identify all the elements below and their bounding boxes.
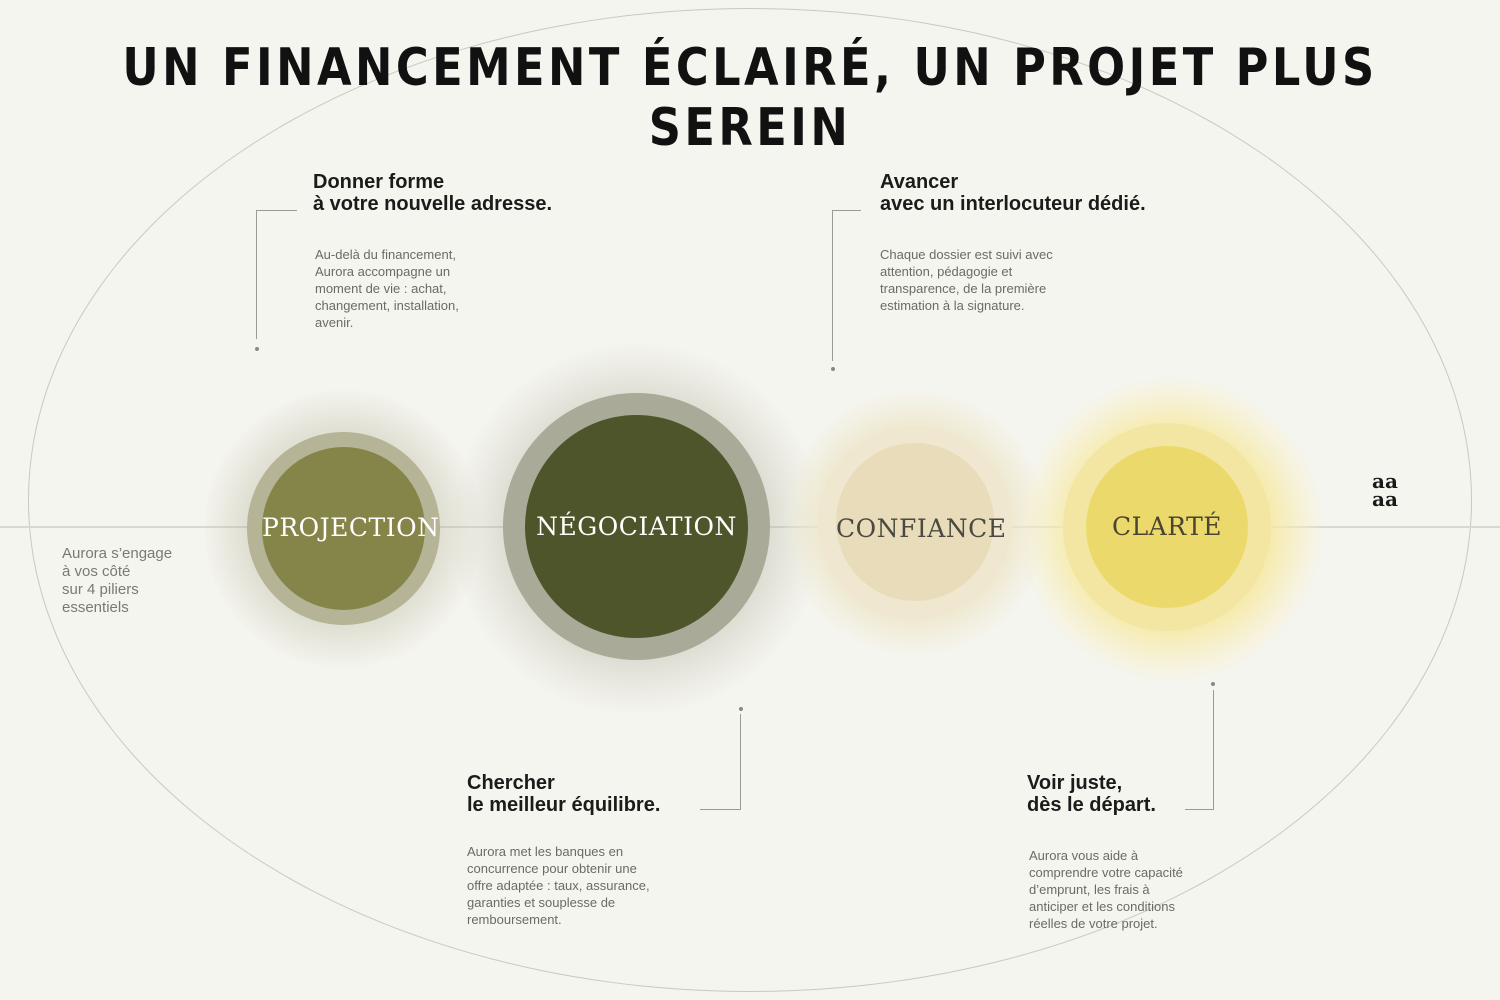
body-line: Aurora accompagne un	[315, 264, 451, 279]
confiance-callout: Avancer avec un interlocuteur dédié. Cha…	[880, 171, 1146, 314]
logo-line: aa	[1372, 469, 1398, 493]
heading-line: Voir juste,	[1027, 772, 1123, 794]
body-line: attention, pédagogie et	[880, 264, 1013, 279]
body-line: changement, installation,	[315, 298, 459, 313]
confiance-circle: CONFIANCE	[836, 443, 1007, 601]
callout-heading: Voir juste, dès le départ.	[1027, 772, 1183, 816]
side-note-line: essentiels	[62, 599, 129, 616]
callout-heading: Donner forme à votre nouvelle adresse.	[313, 171, 552, 215]
clarte-connector	[1185, 690, 1214, 810]
body-line: Au-delà du financement,	[315, 247, 456, 262]
body-line: avenir.	[315, 315, 354, 330]
brand-logo: aa aa	[1372, 469, 1418, 512]
body-line: estimation à la signature.	[880, 298, 1025, 313]
body-line: Chaque dossier est suivi avec	[880, 247, 1053, 262]
heading-line: le meilleur équilibre.	[467, 794, 661, 816]
body-line: comprendre votre capacité	[1029, 865, 1183, 880]
projection-callout: Donner forme à votre nouvelle adresse. A…	[313, 171, 552, 331]
side-note: Aurora s’engage à vos côté sur 4 piliers…	[62, 545, 172, 617]
negociation-connector	[700, 714, 741, 810]
heading-line: avec un interlocuteur dédié.	[880, 193, 1146, 215]
callout-heading: Chercher le meilleur équilibre.	[467, 772, 660, 816]
heading-line: Avancer	[880, 171, 959, 193]
body-line: d’emprunt, les frais à	[1029, 882, 1150, 897]
body-line: garanties et souplesse de	[467, 895, 616, 910]
callout-body: Aurora vous aide à comprendre votre capa…	[1029, 847, 1183, 932]
body-line: concurrence pour obtenir une	[467, 861, 637, 876]
body-line: transparence, de la première	[880, 281, 1047, 296]
callout-heading: Avancer avec un interlocuteur dédié.	[880, 171, 1146, 215]
side-note-line: Aurora s’engage	[62, 545, 173, 562]
heading-line: à votre nouvelle adresse.	[313, 193, 553, 215]
page-title: UN FINANCEMENT ÉCLAIRÉ, UN PROJET PLUS S…	[122, 38, 1378, 158]
negociation-circle: NÉGOCIATION	[525, 415, 748, 638]
body-line: offre adaptée : taux, assurance,	[467, 878, 650, 893]
projection-connector-dot	[255, 347, 259, 351]
body-line: réelles de votre projet.	[1029, 916, 1158, 931]
callout-body: Au-delà du financement, Aurora accompagn…	[315, 246, 552, 331]
side-note-line: sur 4 piliers	[62, 581, 139, 598]
projection-circle: PROJECTION	[262, 447, 440, 610]
side-note-line: à vos côté	[62, 563, 131, 580]
callout-body: Aurora met les banques en concurrence po…	[467, 843, 660, 928]
logo-line: aa	[1372, 487, 1398, 511]
confiance-connector-dot	[831, 367, 835, 371]
body-line: Aurora met les banques en	[467, 844, 624, 859]
outer-ellipse	[28, 8, 1472, 992]
clarte-label: CLARTÉ	[1111, 512, 1223, 541]
body-line: moment de vie : achat,	[315, 281, 447, 296]
negociation-connector-dot	[739, 707, 743, 711]
negociation-callout: Chercher le meilleur équilibre. Aurora m…	[467, 772, 660, 928]
clarte-connector-dot	[1211, 682, 1215, 686]
body-line: anticiper et les conditions	[1029, 899, 1175, 914]
callout-body: Chaque dossier est suivi avec attention,…	[880, 246, 1146, 314]
body-line: Aurora vous aide à	[1029, 848, 1139, 863]
confiance-connector	[832, 210, 861, 361]
confiance-label: CONFIANCE	[836, 514, 1007, 543]
clarte-callout: Voir juste, dès le départ. Aurora vous a…	[1027, 772, 1183, 932]
heading-line: Donner forme	[313, 171, 445, 193]
clarte-circle: CLARTÉ	[1086, 446, 1248, 608]
negociation-label: NÉGOCIATION	[536, 512, 737, 541]
heading-line: dès le départ.	[1027, 794, 1156, 816]
body-line: remboursement.	[467, 912, 562, 927]
heading-line: Chercher	[467, 772, 555, 794]
projection-connector	[256, 210, 297, 339]
projection-label: PROJECTION	[262, 513, 440, 542]
